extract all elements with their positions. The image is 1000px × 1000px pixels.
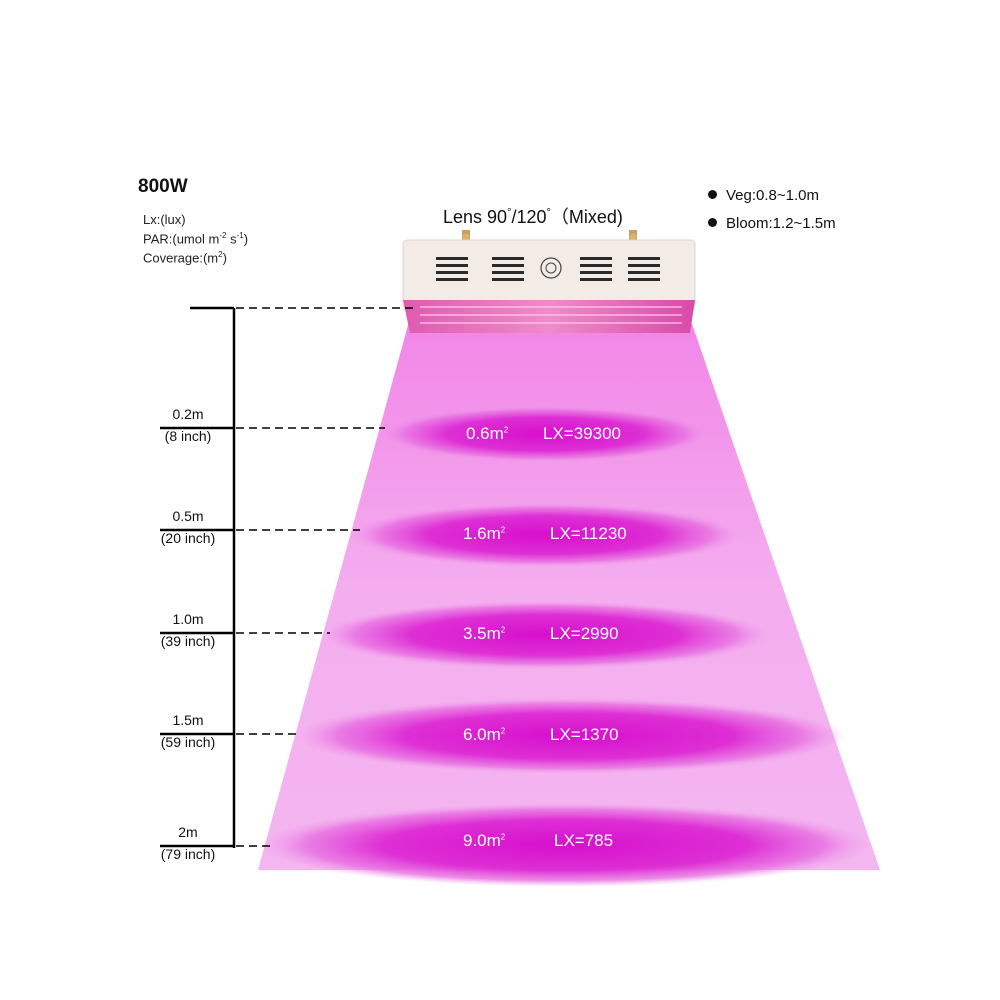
band-area-1: 0.6m2 — [466, 424, 509, 443]
distance-label-2: 0.5m(20 inch) — [160, 508, 216, 546]
light-beam — [258, 318, 880, 870]
distance-label-4: 1.5m(59 inch) — [160, 712, 216, 750]
bullet-icon — [708, 218, 717, 227]
coverage-band-5 — [260, 803, 870, 887]
bullet-icon — [708, 190, 717, 199]
distance-scale — [160, 306, 236, 848]
coverage-band-3 — [320, 601, 770, 669]
band-area-4: 6.0m2 — [463, 725, 506, 744]
dashed-leaders — [236, 307, 415, 847]
legend-bloom: Bloom:1.2~1.5m — [708, 215, 836, 232]
grow-light-panel-icon — [402, 230, 696, 333]
distance-label-1: 0.2m(8 inch) — [164, 406, 212, 444]
legend-veg: Veg:0.8~1.0m — [708, 187, 819, 204]
lux-unit-label: Lx:(lux) — [143, 212, 186, 227]
band-lux-3: LX=2990 — [550, 624, 619, 643]
lens-label: Lens 90°/120°（Mixed) — [443, 207, 623, 227]
coverage-unit-label: Coverage:(m2) — [143, 250, 227, 266]
distance-label-3: 1.0m(39 inch) — [160, 611, 216, 649]
band-area-2: 1.6m2 — [463, 524, 506, 543]
distance-label-5: 2m(79 inch) — [160, 824, 216, 862]
band-lux-1: LX=39300 — [543, 424, 621, 443]
band-lux-4: LX=1370 — [550, 725, 619, 744]
coverage-band-2 — [350, 503, 740, 567]
band-area-3: 3.5m2 — [463, 624, 506, 643]
coverage-band-1 — [380, 406, 710, 462]
par-unit-label: PAR:(umol m-2 s-1) — [143, 231, 249, 247]
band-area-5: 9.0m2 — [463, 831, 506, 850]
coverage-band-4 — [295, 698, 845, 774]
band-lux-2: LX=11230 — [550, 524, 627, 543]
band-lux-5: LX=785 — [554, 831, 614, 850]
power-title: 800W — [138, 176, 188, 197]
